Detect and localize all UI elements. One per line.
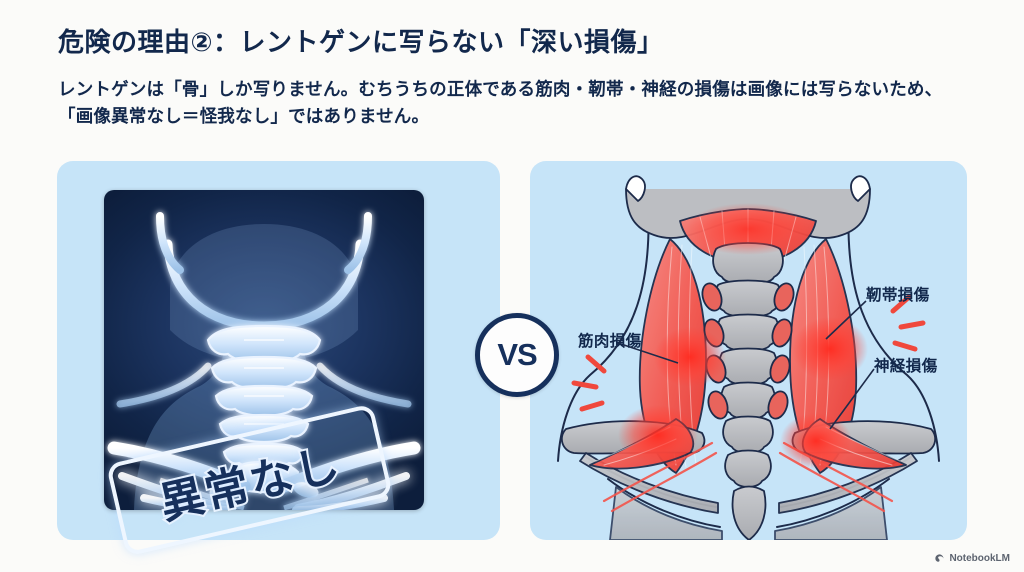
vs-badge: VS — [475, 313, 559, 397]
label-nerve-injury: 神経損傷 — [874, 358, 938, 375]
vs-label: VS — [497, 337, 537, 372]
label-muscle-injury: 筋肉損傷 — [578, 333, 642, 350]
pain-burst-left — [571, 354, 607, 412]
notebooklm-icon — [935, 554, 945, 562]
pain-burst-right — [890, 294, 926, 352]
label-ligament-injury: 靭帯損傷 — [866, 287, 930, 304]
watermark-text: NotebookLM — [949, 553, 1010, 564]
anatomy-illustration — [530, 161, 967, 540]
anatomy-card — [530, 161, 967, 540]
leader-lines — [617, 300, 875, 430]
xray-image — [104, 190, 424, 510]
page-title: 危険の理由②：レントゲンに写らない「深い損傷」 — [58, 27, 664, 57]
xray-card: 異常なし — [57, 161, 500, 557]
body-paragraph: レントゲンは「骨」しか写りません。むちうちの正体である筋肉・靭帯・神経の損傷は画… — [58, 79, 943, 127]
notebooklm-watermark: NotebookLM — [934, 553, 1010, 564]
